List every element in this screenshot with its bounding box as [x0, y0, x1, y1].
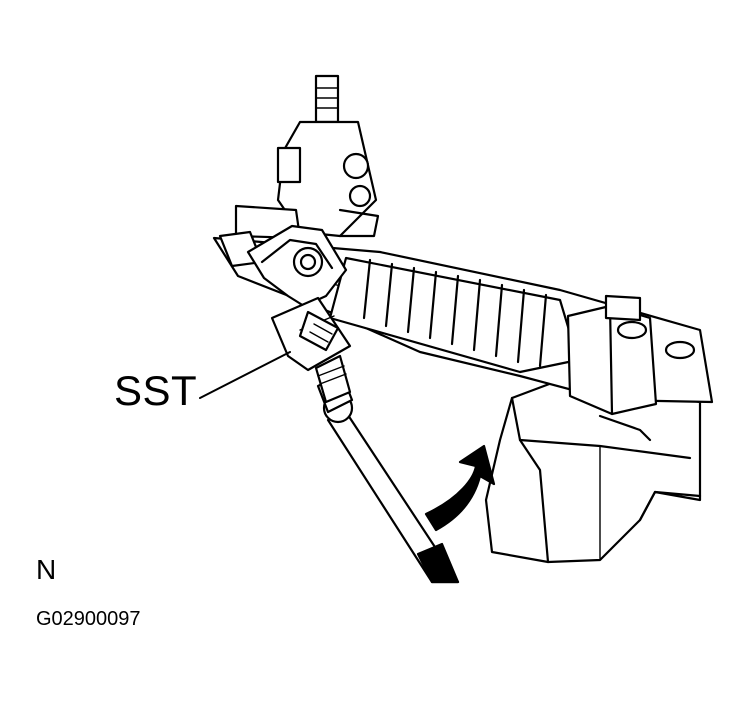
sst-wrench — [246, 224, 352, 404]
steering-shaft — [316, 372, 460, 584]
orientation-mark: N — [36, 554, 57, 585]
sst-leader-line — [199, 351, 291, 399]
mounting-bracket — [484, 378, 702, 564]
figure-code: G02900097 — [36, 608, 141, 630]
housing-clamp — [566, 294, 696, 442]
rotation-arrow-icon — [424, 444, 496, 532]
rack-boot — [328, 256, 580, 374]
sst-label: SST — [114, 367, 198, 414]
